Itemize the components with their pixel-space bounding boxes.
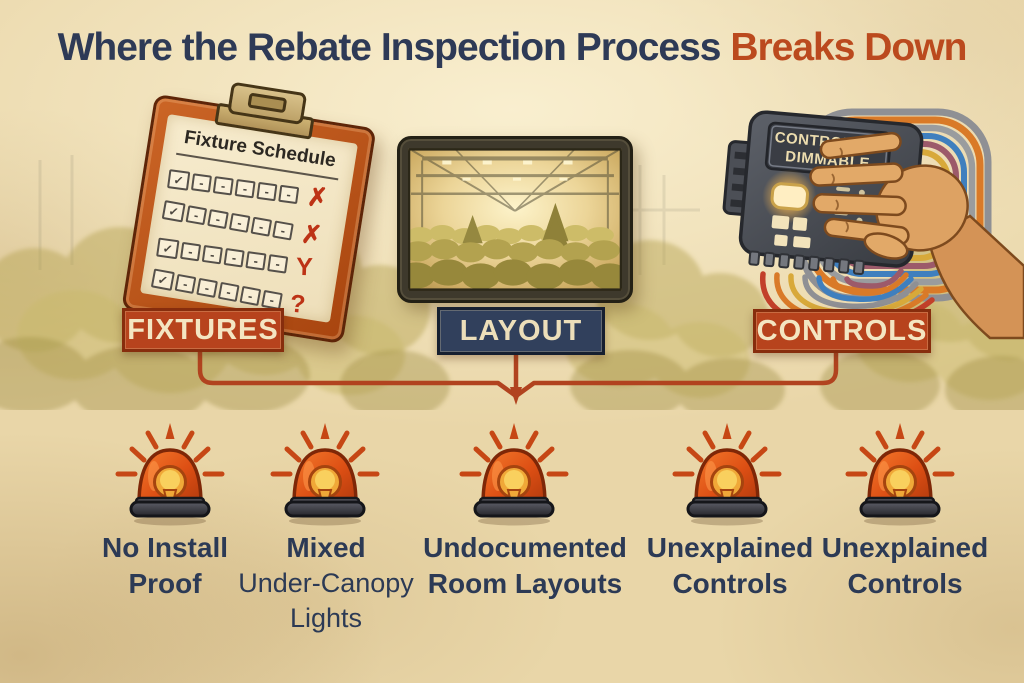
dash-box: - (245, 251, 267, 271)
page-title: Where the Rebate Inspection Process Brea… (0, 26, 1024, 70)
dash-box: - (267, 254, 289, 274)
arrow-head (510, 387, 522, 405)
issue-title: Mixed (286, 532, 366, 563)
clipboard-paper: Fixture Schedule ✓ - - - - - ✗ ✓ - - - -… (140, 114, 358, 323)
dash-box: - (196, 277, 218, 299)
row-mark: ✗ (300, 220, 324, 250)
row-mark: Y (295, 252, 314, 282)
issue-title: Unexplained Controls (821, 532, 989, 600)
grow-room-layout-monitor (397, 136, 633, 303)
siren-icon (838, 422, 962, 526)
category-label: LAYOUT (459, 314, 583, 347)
siren-icon (665, 422, 789, 526)
checkbox-checked: ✓ (167, 169, 191, 191)
dash-box: - (256, 181, 278, 202)
ceiling-beams (411, 147, 619, 238)
dash-box: - (272, 220, 294, 241)
hand-illustration (809, 131, 1024, 340)
issue-label-unexplained-controls-2: Unexplained Controls (812, 530, 998, 603)
connector-bracket (197, 348, 839, 405)
dash-box: - (174, 273, 197, 295)
grow-lights (442, 160, 573, 181)
dash-box: - (239, 285, 262, 307)
issue-title: No Install Proof (101, 532, 228, 600)
siren-icon (108, 422, 232, 526)
thumb (863, 232, 909, 260)
issue-label-unexplained-controls-1: Unexplained Controls (637, 530, 823, 603)
dash-box: - (201, 244, 223, 265)
plant-rows (408, 202, 622, 290)
clipboard-board: Fixture Schedule ✓ - - - - - ✗ ✓ - - - -… (121, 93, 377, 345)
dash-box: - (250, 216, 273, 237)
controller-illustration: CONTROLLER DIMMABLE (722, 108, 1024, 340)
category-banner-fixtures: FIXTURES (122, 308, 284, 352)
knuckle-lines (831, 147, 849, 233)
dash-box: - (217, 281, 240, 303)
issue-title: Unexplained Controls (646, 532, 814, 600)
fixture-schedule-clipboard: Fixture Schedule ✓ - - - - - ✗ ✓ - - - -… (121, 80, 379, 345)
checkbox-checked: ✓ (150, 268, 175, 291)
issue-label-no-install-proof: No Install Proof (80, 530, 250, 603)
row-mark: ? (289, 289, 307, 319)
siren-icon (452, 422, 576, 526)
glowing-button (770, 182, 810, 211)
page-title-accent: Breaks Down (730, 26, 967, 69)
panel-buttons (771, 215, 811, 249)
category-label: FIXTURES (127, 313, 279, 346)
dash-box: - (185, 205, 208, 226)
clipboard-clip-slot (247, 92, 288, 114)
dash-box: - (278, 184, 300, 205)
dash-box: - (234, 179, 256, 199)
category-label: CONTROLS (756, 314, 928, 347)
category-banner-layout: LAYOUT (437, 307, 605, 355)
checkbox-checked: ✓ (156, 237, 180, 260)
dash-box: - (207, 209, 229, 230)
page-title-main: Where the Rebate Inspection Process (57, 26, 722, 69)
bottom-pins (748, 250, 865, 276)
grow-room-scene (408, 147, 622, 291)
issue-subtitle: Under-Canopy Lights (238, 568, 414, 634)
dash-box: - (212, 176, 234, 196)
dash-box: - (190, 173, 212, 193)
dash-box: - (179, 241, 202, 262)
dash-box: - (228, 212, 251, 233)
checkbox-checked: ✓ (161, 200, 186, 223)
dash-box: - (223, 247, 245, 268)
issue-label-undocumented-layouts: Undocumented Room Layouts (410, 530, 640, 603)
forearm (926, 214, 1024, 340)
category-banner-controls: CONTROLS (753, 309, 931, 353)
siren-icon (263, 422, 387, 526)
issue-title: Undocumented Room Layouts (423, 532, 627, 600)
issue-label-mixed-under-canopy: Mixed Under-Canopy Lights (230, 530, 422, 637)
row-mark: ✗ (306, 183, 329, 212)
